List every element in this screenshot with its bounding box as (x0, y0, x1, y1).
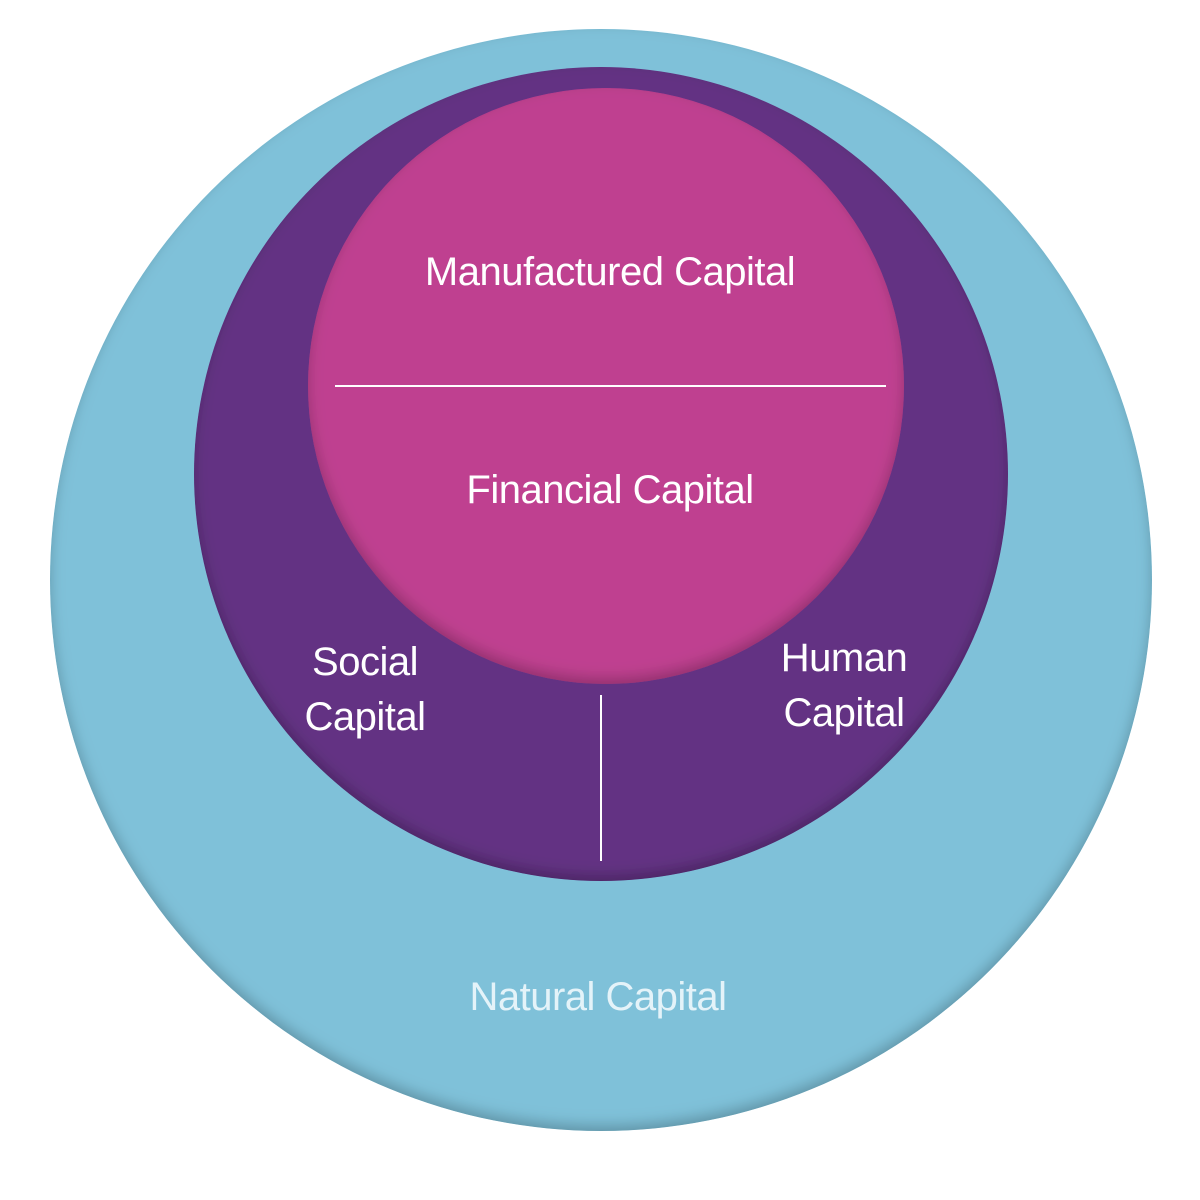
social-capital-label-line2: Capital (304, 695, 425, 739)
social-capital-label-line1: Social (312, 640, 418, 684)
human-capital-label-line1: Human (781, 636, 907, 680)
natural-capital-label: Natural Capital (469, 975, 726, 1019)
manufactured-capital-label: Manufactured Capital (425, 250, 795, 294)
financial-capital-label: Financial Capital (466, 468, 753, 512)
human-capital-label-line2: Capital (783, 691, 904, 735)
